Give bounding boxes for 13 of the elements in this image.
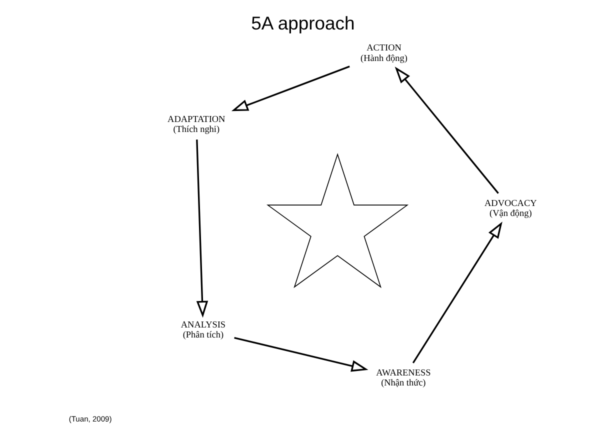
arrow (394, 66, 498, 194)
arrow (234, 336, 368, 372)
node-text: ANALYSIS (Phân tích) (180, 320, 226, 340)
node-text: ADVOCACY (Vận động) (484, 198, 536, 218)
diagram-title: 5A approach (250, 12, 354, 34)
node-text: ADAPTATION (Thích nghi) (167, 114, 225, 134)
node-star (266, 153, 408, 288)
arrow (196, 140, 208, 318)
node-text: ACTION (Hành động) (360, 42, 407, 63)
label: (Tuan, 2009) (68, 414, 112, 424)
arrow (412, 222, 502, 364)
node-text: AWARENESS (Nhận thức) (376, 368, 430, 388)
arrow (230, 66, 350, 112)
